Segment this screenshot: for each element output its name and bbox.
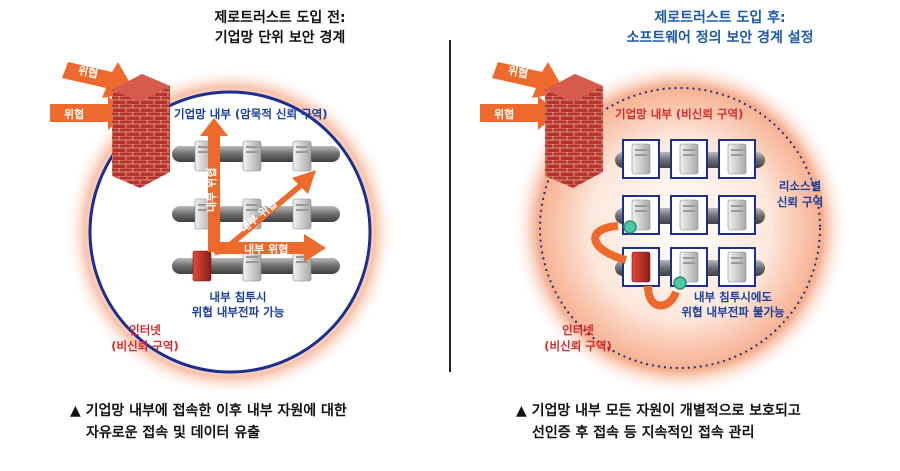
left-caption-line1: ▲ 기업망 내부에 접속한 이후 내부 자원에 대한 <box>70 403 347 419</box>
left-outer-label: 인터넷 (비신뢰 구역) <box>95 322 195 354</box>
left-arrow-label-horizontal: 내부 위협 <box>244 243 289 256</box>
right-caption: ▲ 기업망 내부 모든 자원이 개별적으로 보호되고 선인증 후 접속 등 지속… <box>516 400 801 444</box>
right-title-line2: 소프트웨어 정의 보안 경계 설정 <box>626 30 814 46</box>
right-zone-line2: 신뢰 구역 <box>776 195 824 209</box>
right-threat-arrow-2 <box>480 96 558 130</box>
left-outer-line1: 인터넷 <box>129 323 161 337</box>
right-blocked-arrows <box>591 220 687 310</box>
right-title-line1: 제로트러스트 도입 후: <box>654 10 786 26</box>
right-firewall <box>545 74 603 188</box>
left-threat-arrow-2 <box>50 96 128 130</box>
left-title-line1: 제로트러스트 도입 전: <box>214 10 346 26</box>
left-servers <box>192 140 312 282</box>
left-title-line2: 기업망 단위 보안 경계 <box>214 30 346 46</box>
right-outer-line1: 인터넷 <box>562 323 594 337</box>
right-inner-label: 기업망 내부 (비신뢰 구역) <box>615 107 744 121</box>
left-title: 제로트러스트 도입 전: 기업망 단위 보안 경계 <box>140 8 420 48</box>
left-inner-label: 기업망 내부 (암묵적 신뢰 구역) <box>174 107 328 121</box>
right-caption-line2: 선인증 후 접속 등 지속적인 접속 관리 <box>532 425 755 441</box>
left-internal-threat-arrows <box>200 118 326 262</box>
left-breach-note: 내부 침투시 위협 내부전파 가능 <box>178 290 298 320</box>
left-firewall <box>112 74 170 188</box>
right-zone-line1: 리소스별 <box>778 179 822 193</box>
right-threat-label-2: 위협 <box>494 108 515 121</box>
right-zone-label: 리소스별 신뢰 구역 <box>760 178 840 210</box>
right-breach-line2: 위협 내부전파 불가능 <box>681 305 785 319</box>
left-caption: ▲ 기업망 내부에 접속한 이후 내부 자원에 대한 자유로운 접속 및 데이터… <box>70 400 347 444</box>
right-breach-note: 내부 침투시에도 위협 내부전파 불가능 <box>668 290 798 320</box>
left-arrow-label-vertical: 내부 위협 <box>205 167 218 212</box>
left-breach-line2: 위협 내부전파 가능 <box>191 305 285 319</box>
right-outer-line2: (비신뢰 구역) <box>544 339 612 353</box>
right-threat-arrow-1 <box>492 62 565 98</box>
left-breach-line1: 내부 침투시 <box>209 290 267 304</box>
left-caption-line2: 자유로운 접속 및 데이터 유출 <box>86 425 261 441</box>
left-outer-line2: (비신뢰 구역) <box>111 339 179 353</box>
right-caption-line1: ▲ 기업망 내부 모든 자원이 개별적으로 보호되고 <box>516 403 801 419</box>
right-protected-servers <box>622 139 756 287</box>
left-threat-label-2: 위협 <box>64 108 85 121</box>
right-breach-line1: 내부 침투시에도 <box>693 290 773 304</box>
right-dotted-perimeter <box>539 87 821 369</box>
right-title: 제로트러스트 도입 후: 소프트웨어 정의 보안 경계 설정 <box>560 8 880 48</box>
right-outer-label: 인터넷 (비신뢰 구역) <box>528 322 628 354</box>
